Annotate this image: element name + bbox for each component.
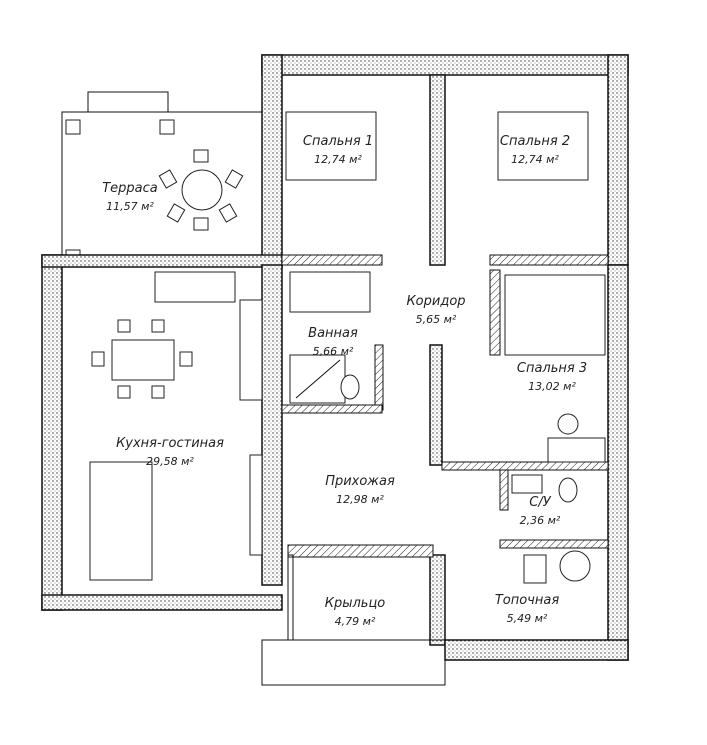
svg-text:Топочная: Топочная (495, 593, 559, 608)
room-label-hallway: Прихожая 12,98 м² (325, 474, 395, 506)
room-label-bedroom2: Спальня 2 12,74 м² (500, 134, 570, 166)
room-label-boiler-room: Топочная 5,49 м² (495, 593, 559, 625)
svg-text:Коридор: Коридор (406, 294, 465, 309)
terrace (61, 91, 263, 263)
svg-text:5,66 м²: 5,66 м² (313, 345, 354, 358)
walls (41, 54, 629, 686)
room-label-terrace: Терраса 11,57 м² (102, 181, 158, 213)
svg-text:2,36 м²: 2,36 м² (520, 514, 561, 527)
room-label-bathroom: Ванная 5,66 м² (308, 326, 358, 358)
room-label-porch: Крыльцо 4,79 м² (325, 596, 386, 628)
svg-text:С/У: С/У (529, 495, 551, 510)
svg-text:Кухня-гостиная: Кухня-гостиная (116, 436, 224, 451)
svg-text:12,74 м²: 12,74 м² (314, 153, 362, 166)
svg-text:Спальня 2: Спальня 2 (500, 134, 570, 149)
room-label-wc: С/У 2,36 м² (520, 495, 561, 527)
svg-text:Спальня 3: Спальня 3 (517, 361, 587, 376)
svg-text:12,98 м²: 12,98 м² (336, 493, 384, 506)
svg-text:29,58 м²: 29,58 м² (146, 455, 194, 468)
room-label-kitchen-living: Кухня-гостиная 29,58 м² (116, 436, 224, 468)
room-label-bedroom1: Спальня 1 12,74 м² (303, 134, 373, 166)
svg-text:13,02 м²: 13,02 м² (528, 380, 576, 393)
svg-text:11,57 м²: 11,57 м² (106, 200, 154, 213)
svg-text:12,74 м²: 12,74 м² (511, 153, 559, 166)
svg-text:5,49 м²: 5,49 м² (507, 612, 548, 625)
room-label-corridor: Коридор 5,65 м² (406, 294, 465, 326)
svg-text:Спальня 1: Спальня 1 (303, 134, 373, 149)
svg-text:5,65 м²: 5,65 м² (416, 313, 457, 326)
furniture (89, 111, 606, 584)
room-label-bedroom3: Спальня 3 13,02 м² (517, 361, 587, 393)
svg-text:Прихожая: Прихожая (325, 474, 395, 489)
svg-text:4,79 м²: 4,79 м² (335, 615, 376, 628)
svg-text:Крыльцо: Крыльцо (325, 596, 386, 611)
svg-text:Терраса: Терраса (102, 181, 158, 196)
svg-text:Ванная: Ванная (308, 326, 358, 341)
